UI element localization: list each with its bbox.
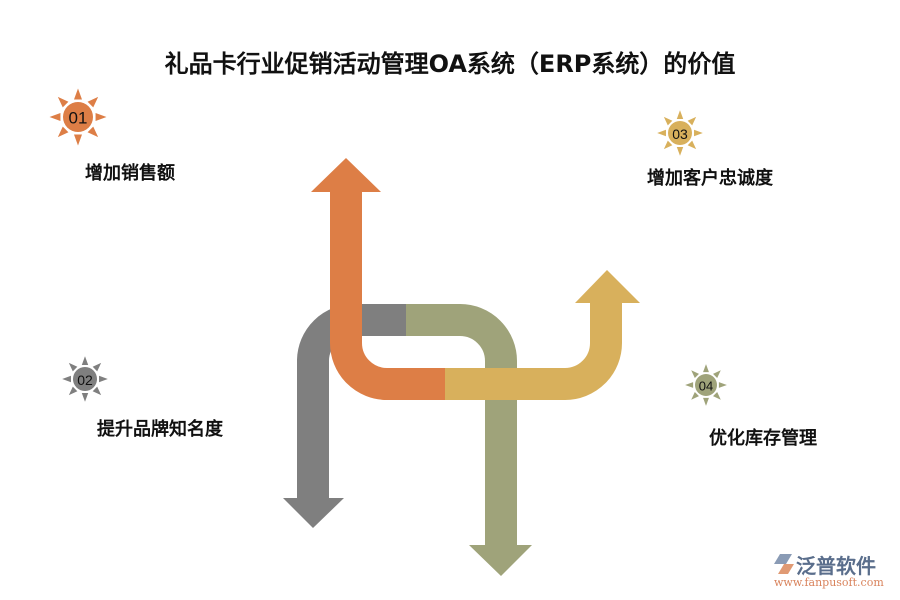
sun-ray: [718, 382, 727, 388]
sun-ray: [676, 147, 684, 156]
item-label-03: 增加客户忠诚度: [647, 168, 773, 189]
sun-ray: [691, 392, 699, 400]
sun-ray: [657, 129, 666, 137]
sun-ray: [713, 392, 721, 400]
logo-name: 泛普软件: [796, 554, 876, 578]
item-number: 02: [77, 372, 93, 388]
logo-url: www.fanpusoft.com: [774, 576, 884, 589]
sun-ray: [703, 397, 709, 406]
arrow-03-yellow: [445, 302, 622, 400]
sun-ray: [68, 362, 78, 372]
sun-ray: [694, 129, 703, 137]
sun-ray: [73, 134, 83, 146]
item-label-01: 增加销售额: [85, 163, 175, 184]
sun-ray: [81, 393, 89, 402]
sun-ray: [57, 126, 69, 138]
sun-badge-02: 02: [62, 356, 108, 402]
page-title: 礼品卡行业促销活动管理OA系统（ERP系统）的价值: [164, 50, 736, 78]
item-label-04: 优化库存管理: [709, 428, 817, 449]
sun-ray: [703, 364, 709, 373]
sun-circle: [668, 121, 692, 145]
sun-ray: [49, 112, 61, 122]
sun-ray: [92, 362, 102, 372]
arrowhead-olive: [469, 545, 532, 576]
arrowhead-orange: [311, 158, 381, 192]
sun-ray: [81, 356, 89, 365]
sun-ray: [57, 96, 69, 108]
sun-ray: [87, 126, 99, 138]
sun-ray: [676, 110, 684, 119]
sun-ray: [691, 370, 699, 378]
sun-circle: [73, 367, 97, 391]
sun-circle: [695, 374, 717, 396]
arrow-01-orange: [330, 191, 446, 400]
item-number: 04: [699, 379, 713, 394]
sun-ray: [687, 140, 697, 150]
sun-ray: [663, 116, 673, 126]
sun-badge-01: 01: [49, 88, 107, 146]
arrowhead-gray: [283, 498, 344, 528]
sun-ray: [62, 375, 71, 383]
sun-ray: [95, 112, 107, 122]
arrowhead-yellow: [575, 270, 640, 303]
item-number: 03: [672, 126, 688, 142]
sun-ray: [685, 382, 694, 388]
item-number: 01: [69, 109, 88, 128]
sun-ray: [713, 370, 721, 378]
sun-ray: [87, 96, 99, 108]
sun-badge-03: 03: [657, 110, 703, 156]
logo-icon: [774, 554, 794, 574]
sun-ray: [92, 386, 102, 396]
sun-ray: [68, 386, 78, 396]
sun-circle: [63, 102, 93, 132]
item-label-02: 提升品牌知名度: [97, 419, 223, 440]
arrow-04-olive: [406, 304, 517, 546]
sun-ray: [73, 88, 83, 100]
sun-ray: [663, 140, 673, 150]
sun-ray: [99, 375, 108, 383]
sun-badge-04: 04: [685, 364, 727, 406]
sun-ray: [687, 116, 697, 126]
